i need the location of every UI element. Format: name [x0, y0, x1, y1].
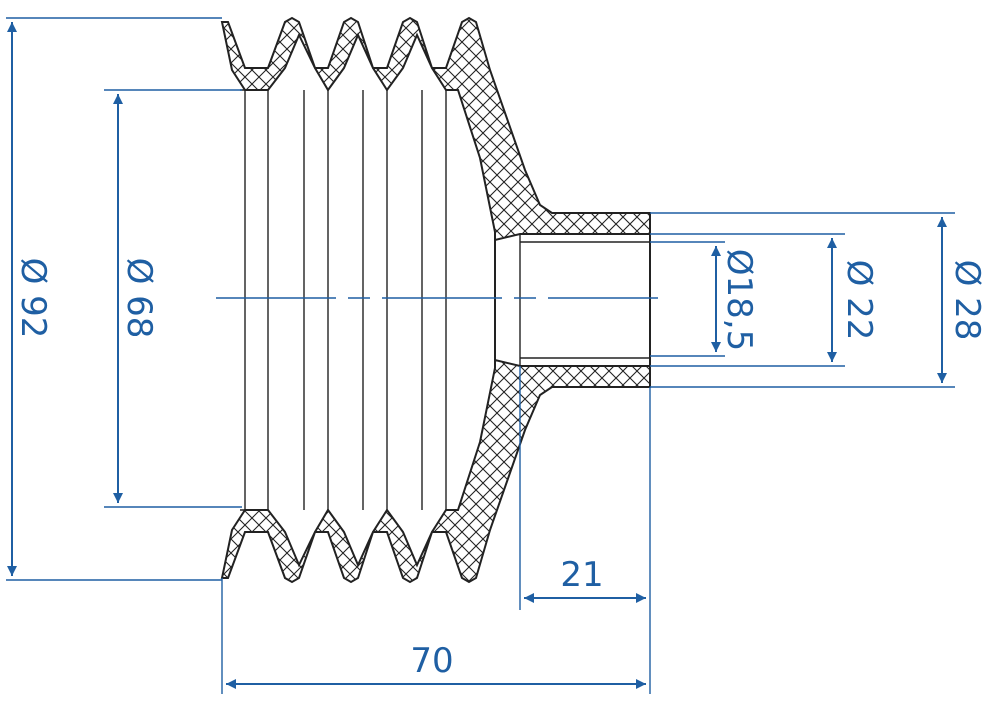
dimension-lines [7, 22, 947, 689]
extension-lines [6, 17, 955, 694]
inner-ribs [240, 89, 447, 511]
spigot-outer-diameter-label: Ø 28 [947, 260, 987, 341]
outer-diameter-label: Ø 92 [13, 258, 53, 339]
spigot-bore [520, 213, 651, 387]
spigot-length-label: 21 [560, 555, 603, 595]
overall-length-label: 70 [410, 641, 453, 681]
dimension-labels: Ø 92 Ø 68 Ø18,5 Ø 22 Ø 28 21 70 [13, 249, 987, 681]
bore-diameter-label: Ø18,5 [719, 249, 759, 351]
bellows-upper-wall [220, 16, 651, 242]
bellows-lower-wall [220, 358, 651, 584]
inner-diameter-label: Ø 68 [119, 258, 159, 339]
spigot-inner-diameter-label: Ø 22 [839, 260, 879, 341]
bellows-part [220, 16, 651, 584]
